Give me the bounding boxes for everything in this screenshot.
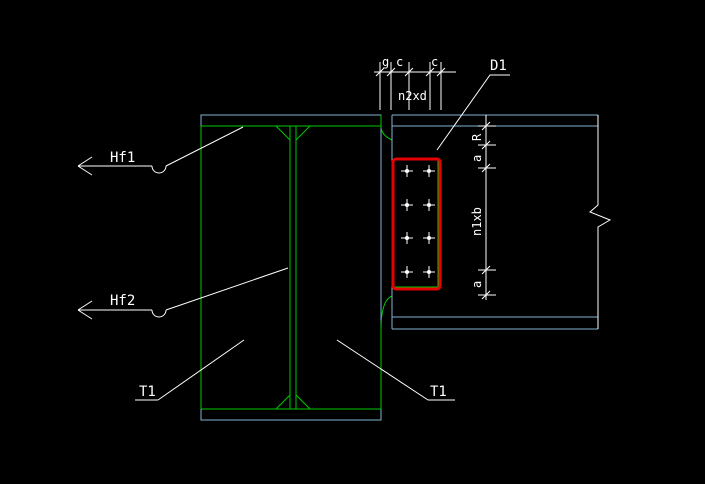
web-flange-welds — [275, 125, 311, 410]
shear-plate — [393, 159, 439, 288]
bolt — [423, 232, 435, 244]
hf2-weld-symbol — [151, 309, 167, 318]
column-weld-outline — [200, 125, 381, 410]
hf1-label: Hf1 — [110, 150, 135, 166]
hf1-leader — [165, 126, 244, 167]
bolt — [423, 165, 435, 177]
hf1-arrow — [77, 156, 152, 176]
t1-right-label: T1 — [430, 384, 447, 400]
bolt — [423, 199, 435, 211]
hf2-leader — [165, 267, 289, 311]
dim-n1xb-label: n1xb — [470, 207, 484, 236]
column-bottom-fillet — [380, 295, 393, 409]
dim-g-label: g — [382, 55, 389, 69]
column-outline — [200, 114, 382, 421]
bolt — [423, 266, 435, 278]
dim-c1-label: c — [396, 55, 403, 69]
bolt — [401, 266, 413, 278]
dim-n2xd-label: n2xd — [398, 89, 427, 103]
hf2-arrow — [77, 300, 152, 320]
column-section — [200, 114, 393, 421]
beam-section — [391, 114, 612, 330]
bolt — [401, 165, 413, 177]
dim-c2-label: c — [431, 55, 438, 69]
t1-right-leader — [336, 339, 455, 401]
top-dimensions — [374, 62, 456, 110]
d1-leader — [436, 74, 510, 151]
hf2-label: Hf2 — [110, 293, 135, 309]
hf1-weld-symbol — [151, 165, 167, 174]
t1-left-leader — [135, 339, 245, 401]
bolt — [401, 232, 413, 244]
bolt-group — [401, 165, 435, 278]
beam-break-line — [589, 115, 612, 329]
dim-a-bottom-label: a — [470, 281, 484, 288]
right-dimensions — [478, 115, 496, 300]
top-dim-ticks — [375, 67, 446, 77]
right-dim-ticks — [481, 121, 491, 300]
t1-left-label: T1 — [139, 384, 156, 400]
bolt — [401, 199, 413, 211]
leaders — [77, 74, 510, 401]
d1-label: D1 — [490, 58, 507, 74]
bolt-group-highlight — [391, 157, 442, 291]
dim-r-label: R — [470, 133, 484, 141]
dim-a-top-label: a — [470, 155, 484, 162]
column-top-fillet — [380, 115, 393, 141]
